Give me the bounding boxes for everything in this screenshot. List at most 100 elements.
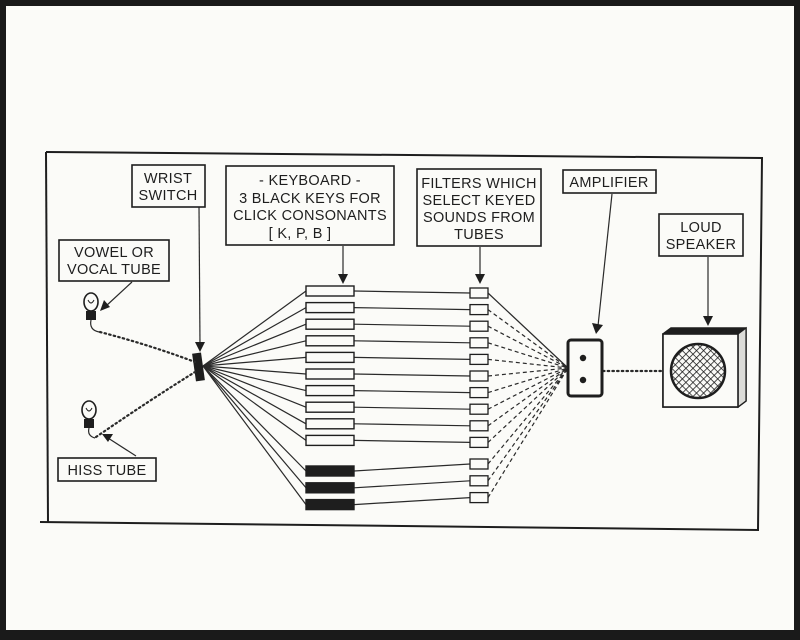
- hub-to-key-wire: [202, 356, 307, 367]
- white-key: [305, 335, 355, 347]
- hub-to-key-wire: [202, 365, 307, 375]
- hub-to-key-wire: [202, 307, 307, 367]
- filter-box: [469, 370, 489, 382]
- frame-left: [45, 151, 49, 523]
- key-to-filter-wire: [353, 463, 471, 472]
- amplifier-unit: [566, 338, 604, 398]
- svg-text:3 BLACK KEYS FOR: 3 BLACK KEYS FOR: [239, 191, 381, 207]
- filter-box: [469, 491, 489, 504]
- paper-background: [6, 6, 794, 630]
- filter-to-amp-wire: [487, 367, 569, 498]
- filter-to-amp-wire: [487, 292, 569, 369]
- keyboard-arrowhead: [338, 274, 348, 284]
- hub-to-key-wire: [202, 365, 307, 505]
- svg-text:TUBES: TUBES: [454, 227, 504, 243]
- hub-to-key-wire: [202, 365, 307, 392]
- amplifier-knob-bottom: [579, 376, 587, 384]
- hub-to-key-wire: [202, 365, 307, 425]
- hub-to-key-wire: [202, 290, 307, 367]
- frame-top-right-bottom: [39, 151, 764, 532]
- key-to-filter-wire: [353, 340, 471, 344]
- hiss-tube-cable: [94, 370, 197, 439]
- svg-text:FILTERS WHICH: FILTERS WHICH: [421, 176, 537, 192]
- amplifier-pointer: [597, 193, 613, 327]
- vowel-tube-cable: [98, 330, 197, 364]
- speaker-grille: [669, 342, 727, 400]
- white-key: [305, 434, 355, 447]
- keyboard-keys: [305, 285, 355, 511]
- filter-box: [469, 458, 489, 470]
- filter-box: [469, 386, 489, 399]
- key-to-filter-wire: [353, 290, 471, 294]
- filters-arrowhead: [475, 274, 485, 284]
- hub-to-key-wire: [202, 340, 307, 367]
- hiss-tube-label: HISS TUBE: [57, 457, 157, 482]
- vowel-tube-label: VOWEL OR VOCAL TUBE: [58, 239, 170, 282]
- filter-to-amp-wire: [487, 325, 569, 369]
- key-to-filter-wire: [353, 356, 471, 360]
- hub-to-key-wire: [202, 365, 307, 408]
- amplifier-label: AMPLIFIER: [562, 169, 657, 194]
- key-to-filter-wire: [353, 439, 471, 443]
- key-to-filter-wire: [353, 373, 471, 377]
- svg-text:SPEAKER: SPEAKER: [666, 237, 737, 253]
- vowel-tube-bulb: [83, 292, 100, 333]
- white-key: [305, 351, 355, 364]
- filter-box: [469, 320, 489, 332]
- filter-to-amp-wire: [487, 367, 569, 443]
- key-wires: [202, 290, 471, 506]
- svg-text:AMPLIFIER: AMPLIFIER: [569, 175, 648, 191]
- svg-text:WRIST: WRIST: [144, 171, 192, 187]
- filter-box: [469, 287, 489, 299]
- filter-to-amp-wire: [487, 367, 569, 410]
- filter-to-amp-wire: [487, 367, 569, 377]
- wrist-switch-label: WRIST SWITCH: [131, 164, 206, 208]
- vowel-tube-pointer: [105, 281, 133, 307]
- svg-text:LOUD: LOUD: [680, 220, 722, 236]
- hiss-tube-bulb: [81, 400, 97, 439]
- svg-text:[ K, P, B ]: [ K, P, B ]: [269, 226, 332, 242]
- key-to-filter-wire: [353, 406, 471, 410]
- filters-label: FILTERS WHICH SELECT KEYED SOUNDS FROM T…: [416, 168, 542, 247]
- hub-to-key-wire: [202, 365, 307, 441]
- filter-box: [469, 337, 489, 349]
- key-to-filter-wire: [353, 307, 471, 311]
- filter-box: [469, 436, 489, 449]
- svg-text:SWITCH: SWITCH: [139, 188, 198, 204]
- filter-to-amplifier-wires: [487, 292, 569, 498]
- filter-to-amp-wire: [487, 367, 569, 427]
- loud-speaker-label: LOUD SPEAKER: [658, 213, 744, 257]
- white-key: [305, 368, 355, 380]
- svg-text:SELECT KEYED: SELECT KEYED: [423, 193, 536, 209]
- vowel-tube-arrowhead: [100, 300, 110, 311]
- white-key: [305, 301, 355, 314]
- svg-text:VOCAL TUBE: VOCAL TUBE: [67, 262, 161, 278]
- keyboard-label: - KEYBOARD - 3 BLACK KEYS FOR CLICK CONS…: [225, 165, 395, 246]
- filter-box: [469, 403, 489, 415]
- filter-box: [469, 353, 489, 366]
- filter-to-amp-wire: [487, 309, 569, 369]
- key-to-filter-wire: [353, 423, 471, 427]
- black-key: [305, 465, 355, 477]
- amplifier-arrowhead: [592, 323, 603, 334]
- svg-text:SOUNDS FROM: SOUNDS FROM: [423, 210, 535, 226]
- filter-box: [469, 475, 489, 487]
- white-key: [305, 285, 355, 297]
- svg-text:- KEYBOARD -: - KEYBOARD -: [259, 173, 361, 189]
- white-key: [305, 401, 355, 413]
- svg-text:CLICK CONSONANTS: CLICK CONSONANTS: [233, 208, 387, 224]
- black-key: [305, 482, 355, 494]
- hiss-tube-pointer: [107, 437, 137, 457]
- key-to-filter-wire: [353, 323, 471, 327]
- wrist-switch-arrowhead: [195, 342, 205, 352]
- filter-to-amp-wire: [487, 367, 569, 482]
- hub-to-key-wire: [202, 365, 307, 472]
- key-to-filter-wire: [353, 480, 471, 489]
- hub-to-key-wire: [202, 323, 307, 367]
- key-to-filter-wire: [353, 497, 471, 506]
- wrist-switch: [192, 352, 205, 382]
- filter-box: [469, 420, 489, 432]
- black-key: [305, 498, 355, 511]
- white-key: [305, 318, 355, 330]
- loud-speaker-arrowhead: [703, 316, 713, 326]
